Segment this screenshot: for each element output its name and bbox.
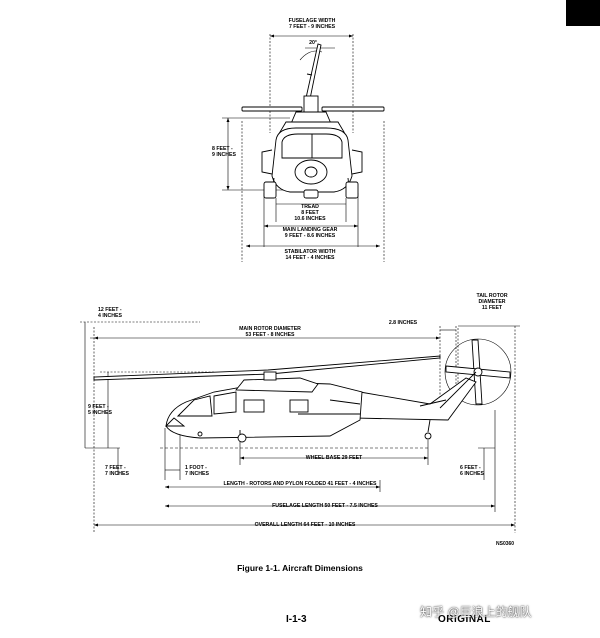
tail-offset-label: 2.8 INCHES bbox=[388, 320, 418, 326]
rotor-angle-label: 20° bbox=[309, 40, 317, 46]
page-corner-mark bbox=[566, 0, 600, 26]
length-folded-label: LENGTH - ROTORS AND PYLON FOLDED 41 FEET… bbox=[223, 481, 377, 487]
figure-caption: Figure 1-1. Aircraft Dimensions bbox=[237, 563, 363, 573]
overall-length-label: OVERALL LENGTH 64 FEET - 10 INCHES bbox=[254, 522, 356, 528]
original-mark: ORIGINAL bbox=[438, 614, 491, 625]
nose-offset-label: 1 FOOT -7 INCHES bbox=[185, 465, 209, 477]
page-number: I-1-3 bbox=[286, 614, 307, 625]
wheel-base-label: WHEEL BASE 29 FEET bbox=[305, 455, 363, 461]
fuselage-length-label: FUSELAGE LENGTH 50 FEET - 7.5 INCHES bbox=[272, 503, 378, 509]
tail-height-label: 6 FEET -6 INCHES bbox=[460, 465, 484, 477]
drawing-code: NS0360 bbox=[496, 541, 515, 547]
cabin-height-label: 9 FEET -5 INCHES bbox=[88, 404, 112, 416]
front-height-label: 8 FEET -9 INCHES bbox=[212, 146, 236, 158]
nose-height-label: 7 FEET -7 INCHES bbox=[105, 465, 129, 477]
watermark: 知乎 @巨浪上的舰队 bbox=[420, 605, 532, 619]
overall-height-label: 12 FEET -4 INCHES bbox=[98, 307, 122, 319]
